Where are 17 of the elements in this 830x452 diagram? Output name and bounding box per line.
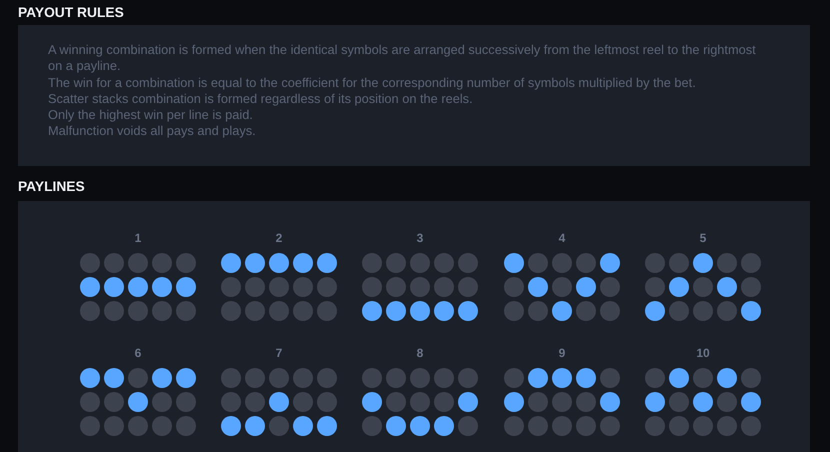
- payline-number: 3: [416, 231, 424, 245]
- payline-number: 5: [700, 231, 706, 245]
- rule-text: A winning combination is formed when the identical symbols are arranged successively from the leftmost reel to the rightmost on a payline.: [48, 42, 757, 75]
- payline-number: 6: [134, 346, 142, 360]
- rule-text: Malfunction voids all pays and plays.: [48, 123, 257, 140]
- rule-text: The win for a combination is equal to the coefficient for the corresponding number of symbols multiplied by the bet.: [48, 74, 697, 91]
- payline-number: 4: [558, 231, 566, 245]
- payline-number: 10: [696, 346, 710, 360]
- payline-number: 8: [416, 346, 424, 360]
- payline-number: 9: [558, 346, 566, 360]
- section-heading: PAYLINES: [18, 179, 85, 195]
- payline-number: 1: [134, 231, 142, 245]
- section-heading: PAYOUT RULES: [18, 5, 124, 21]
- rule-text: Only the highest win per line is paid.: [48, 107, 254, 124]
- payline-number: 2: [276, 231, 282, 245]
- rule-text: Scatter stacks combination is formed regardless of its position on the reels.: [48, 90, 474, 108]
- payline-number: 7: [276, 346, 282, 360]
